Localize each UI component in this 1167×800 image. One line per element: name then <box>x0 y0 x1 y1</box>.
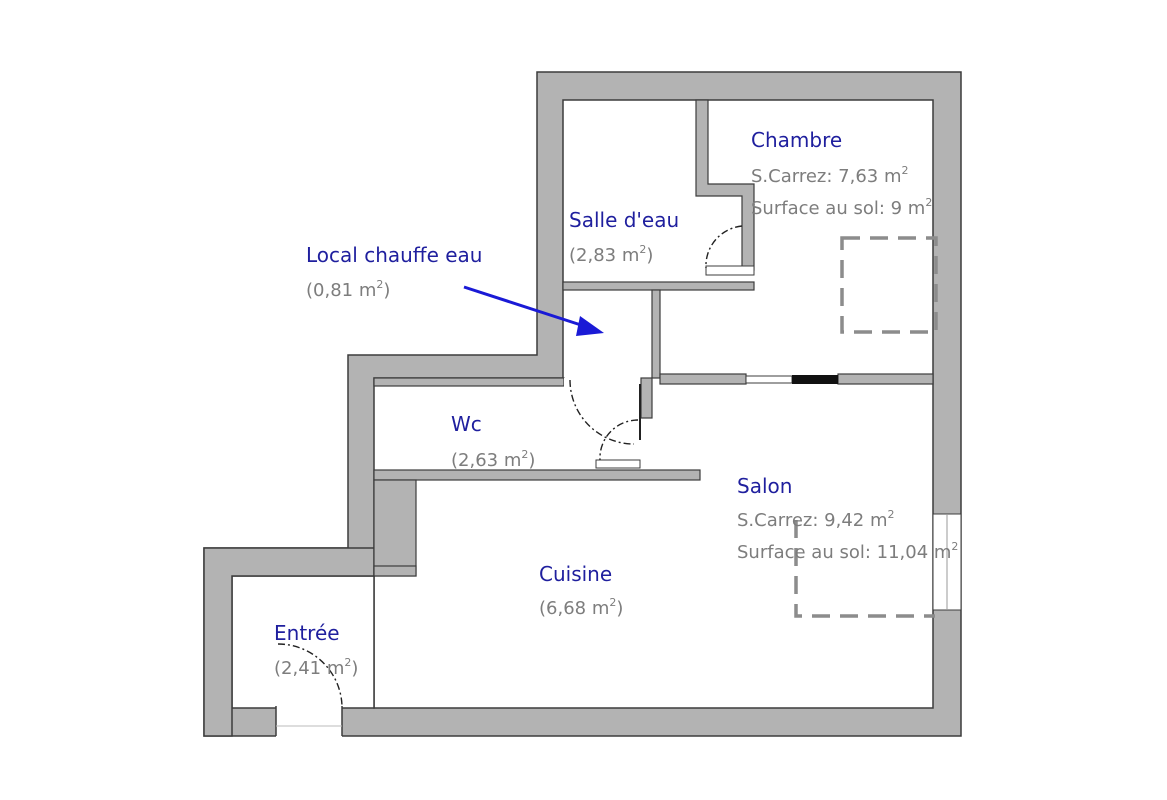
salon-carrez: S.Carrez: 9,42 m2 <box>737 508 895 531</box>
chambre-carrez: S.Carrez: 7,63 m2 <box>751 164 909 187</box>
chambre-door-black <box>792 375 838 384</box>
salon-surface-sol: Surface au sol: 11,04 m2 <box>737 540 959 563</box>
local-area: (0,81 m2) <box>306 278 391 301</box>
salle-eau-name: Salle d'eau <box>569 208 680 232</box>
entree-area: (2,41 m2) <box>274 656 359 679</box>
door-swing-icon <box>277 225 743 707</box>
chambre-surface-sol: Surface au sol: 9 m2 <box>751 196 933 219</box>
arrow-icon <box>463 285 604 336</box>
salon-name: Salon <box>737 474 793 498</box>
cuisine-area: (6,68 m2) <box>539 596 624 619</box>
local-name: Local chauffe eau <box>306 243 483 267</box>
wc-area: (2,63 m2) <box>451 448 536 471</box>
entree-door-gap <box>276 706 342 738</box>
chambre-window <box>745 375 793 384</box>
salle-eau-area: (2,83 m2) <box>569 243 654 266</box>
entree-name: Entrée <box>274 621 340 645</box>
dashed-sofa-outline <box>794 520 935 618</box>
wc-name: Wc <box>451 412 482 436</box>
chambre-name: Chambre <box>751 128 843 152</box>
cuisine-name: Cuisine <box>539 562 613 586</box>
dashed-bed-outline <box>840 236 938 334</box>
